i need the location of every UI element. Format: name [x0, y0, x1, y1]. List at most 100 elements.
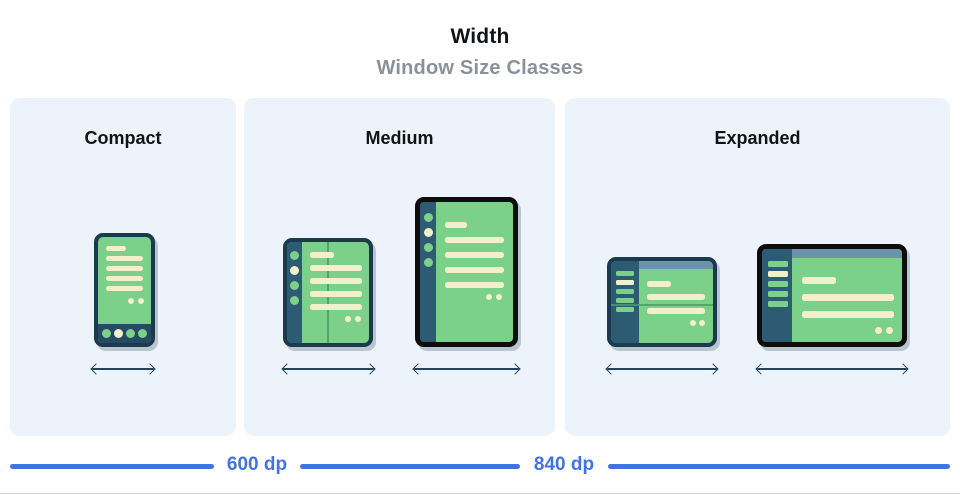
text-line-placeholder	[106, 256, 143, 261]
more-dot	[875, 327, 882, 334]
nav-dot	[138, 329, 147, 338]
width-arrow	[281, 362, 376, 376]
sidebar-item-placeholder	[768, 261, 788, 267]
more-dot	[128, 298, 134, 304]
arrow-head-right	[707, 363, 719, 375]
app-top-bar	[639, 261, 713, 269]
text-line-placeholder	[445, 252, 504, 258]
nav-rail-item	[290, 281, 299, 290]
axis-line-segment	[10, 464, 214, 469]
more-dot	[699, 320, 705, 326]
text-line-placeholder	[802, 294, 894, 301]
text-line-placeholder	[106, 286, 143, 291]
text-line-placeholder	[310, 304, 362, 310]
sidebar-item-placeholder	[616, 289, 634, 294]
breakpoint-label-840dp: 840 dp	[533, 454, 595, 475]
more-dot	[496, 294, 502, 300]
foldable-open-landscape-device	[607, 257, 717, 347]
nav-sidebar	[611, 261, 639, 343]
arrow-shaft	[757, 368, 907, 370]
text-line-placeholder	[802, 277, 836, 284]
more-dot	[690, 320, 696, 326]
nav-rail-item	[290, 296, 299, 305]
more-dot	[138, 298, 144, 304]
nav-dot	[126, 329, 135, 338]
more-dot	[486, 294, 492, 300]
sidebar-item-placeholder	[616, 271, 634, 276]
sidebar-item-placeholder	[768, 271, 788, 277]
text-line-placeholder	[445, 222, 467, 228]
panel-expanded-title: Expanded	[714, 128, 801, 148]
arrow-head-right	[144, 363, 156, 375]
foldable-open-portrait-device	[283, 238, 373, 347]
nav-dot	[114, 329, 123, 338]
axis-line-segment	[608, 464, 950, 469]
diagram-subtitle: Window Size Classes	[376, 57, 584, 79]
app-top-bar	[792, 249, 902, 258]
sidebar-item-placeholder	[616, 298, 634, 303]
text-line-placeholder	[106, 276, 143, 281]
more-dot	[886, 327, 893, 334]
arrow-shaft	[607, 368, 717, 370]
arrow-shaft	[414, 368, 519, 370]
sidebar-item-placeholder	[616, 280, 634, 285]
text-line-placeholder	[310, 265, 362, 271]
fold-crease	[611, 304, 713, 306]
axis-line-segment	[300, 464, 520, 469]
nav-rail-item	[424, 228, 433, 237]
arrow-head-left	[90, 363, 102, 375]
arrow-head-right	[897, 363, 909, 375]
panel-expanded: Expanded	[565, 98, 950, 436]
text-line-placeholder	[310, 291, 362, 297]
sidebar-item-placeholder	[768, 291, 788, 297]
phone-portrait-device	[94, 233, 155, 347]
text-line-placeholder	[106, 266, 143, 271]
text-line-placeholder	[445, 282, 504, 288]
diagram-title: Width	[450, 25, 510, 48]
width-arrow	[90, 362, 156, 376]
nav-rail	[287, 242, 302, 343]
panel-medium-title: Medium	[365, 128, 434, 148]
arrow-shaft	[92, 368, 154, 370]
sidebar-item-placeholder	[768, 281, 788, 287]
arrow-head-left	[412, 363, 424, 375]
more-dot	[355, 316, 361, 322]
breakpoint-label-600dp: 600 dp	[226, 454, 288, 475]
width-arrow	[605, 362, 719, 376]
phone-nav-bar	[98, 324, 151, 343]
panel-compact: Compact	[10, 98, 236, 436]
arrow-head-right	[509, 363, 521, 375]
large-tablet-landscape-device	[757, 244, 907, 347]
text-line-placeholder	[647, 281, 671, 287]
nav-sidebar	[762, 249, 792, 342]
sidebar-item-placeholder	[768, 301, 788, 307]
nav-rail-item	[424, 243, 433, 252]
panel-medium: Medium	[244, 98, 555, 436]
arrow-head-left	[605, 363, 617, 375]
header: Width Window Size Classes	[0, 0, 960, 80]
text-line-placeholder	[106, 246, 126, 251]
arrow-head-left	[281, 363, 293, 375]
nav-rail-item	[290, 251, 299, 260]
nav-rail	[420, 202, 436, 342]
text-line-placeholder	[445, 237, 504, 243]
sidebar-item-placeholder	[616, 307, 634, 312]
arrow-head-right	[364, 363, 376, 375]
more-dot	[345, 316, 351, 322]
nav-rail-item	[424, 258, 433, 267]
arrow-shaft	[283, 368, 374, 370]
text-line-placeholder	[647, 294, 705, 300]
arrow-head-left	[755, 363, 767, 375]
text-line-placeholder	[647, 308, 705, 314]
nav-dot	[102, 329, 111, 338]
panel-compact-title: Compact	[84, 128, 162, 148]
width-arrow	[412, 362, 521, 376]
text-line-placeholder	[445, 267, 504, 273]
tablet-portrait-device	[415, 197, 518, 347]
text-line-placeholder	[802, 311, 894, 318]
text-line-placeholder	[310, 252, 334, 258]
text-line-placeholder	[310, 278, 362, 284]
nav-rail-item	[290, 266, 299, 275]
width-arrow	[755, 362, 909, 376]
